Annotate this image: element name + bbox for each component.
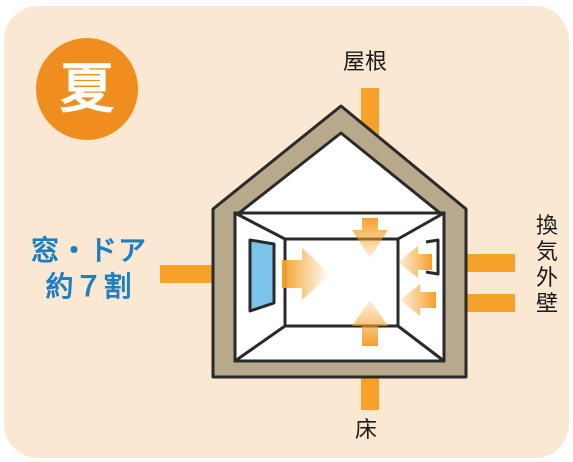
window-door-line2: 約７割 bbox=[45, 270, 133, 303]
vent-wall-char: 壁 bbox=[535, 292, 558, 317]
heat-arrow-from-window bbox=[282, 248, 330, 300]
vent-wall-char: 気 bbox=[535, 240, 558, 265]
floor-label: 床 bbox=[355, 418, 378, 443]
vent-wall-char: 換 bbox=[535, 214, 558, 239]
door-icon bbox=[425, 238, 440, 276]
heat-arrow-from-vent-upper bbox=[398, 246, 432, 278]
window-heat-bar bbox=[160, 265, 215, 283]
room-edge bbox=[234, 324, 286, 363]
heat-arrow-from-vent-lower bbox=[400, 284, 436, 316]
heat-arrow-from-floor bbox=[352, 300, 388, 346]
room-edge bbox=[234, 211, 286, 241]
roof-label: 屋根 bbox=[343, 50, 388, 75]
vent-heat-bar-lower bbox=[460, 294, 515, 312]
floor-heat-bar bbox=[361, 378, 379, 410]
room-edge bbox=[397, 324, 445, 363]
vent-heat-bar-upper bbox=[460, 254, 515, 272]
vent-wall-label: 換 気 外 壁 bbox=[534, 214, 560, 318]
season-badge: 夏 bbox=[36, 38, 138, 140]
heat-arrow-from-roof bbox=[352, 218, 388, 258]
window-icon bbox=[248, 238, 276, 313]
window-door-label: 窓・ドア 約７割 bbox=[18, 233, 160, 305]
vent-wall-char: 外 bbox=[535, 266, 558, 291]
room-edge bbox=[397, 211, 445, 241]
window-door-line1: 窓・ドア bbox=[30, 234, 147, 267]
